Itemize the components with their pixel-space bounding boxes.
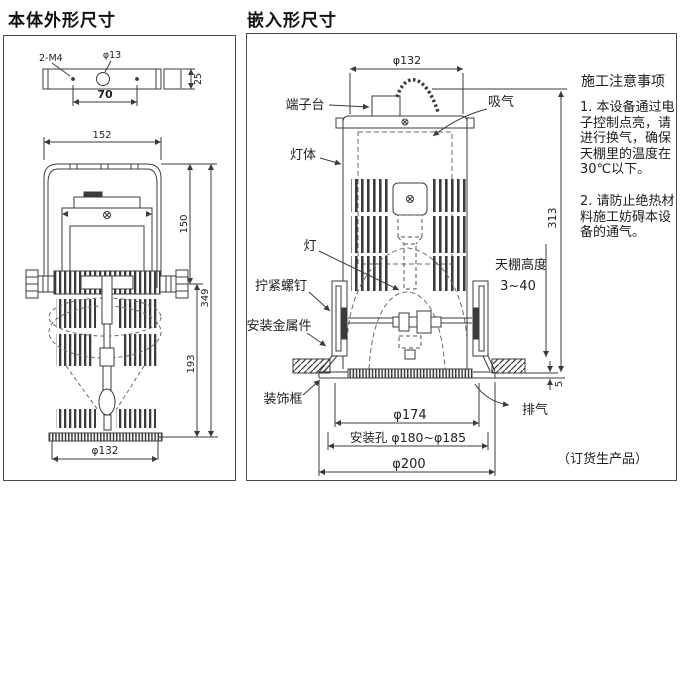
height-dim-text: 313 — [546, 208, 559, 229]
body-outline-drawing: 2-M4 φ13 70 25 152 — [25, 50, 218, 462]
terminal-leader — [328, 103, 370, 110]
construction-note-1: 1. 本设备通过电子控制点亮，请进行换气，确保天棚里的温度在30℃以下。 — [580, 100, 675, 178]
mount-hole-dim-text: 安装孔 φ180~φ185 — [350, 430, 466, 445]
tighten-screw-label: 拧紧螺钉 — [255, 279, 307, 294]
mounting-brackets — [331, 280, 489, 357]
made-to-order-note: （订货生产品） — [557, 452, 649, 467]
trim-frame-label: 装饰框 — [263, 392, 302, 407]
yoke-bracket — [43, 163, 162, 288]
body-outline-panel: 2-M4 φ13 70 25 152 — [3, 35, 236, 481]
construction-notes-heading: 施工注意事项 — [581, 74, 665, 90]
right-section-title: 嵌入形尺寸 — [247, 11, 337, 31]
top-diameter-dim-text: φ132 — [393, 54, 421, 67]
construction-note-2: 2. 请防止绝热材料施工妨碍本设备的通气。 — [580, 194, 675, 241]
ceiling-height-range: 3~40 — [500, 279, 536, 294]
lamp-leader — [318, 250, 400, 291]
dim-text-bg — [346, 431, 470, 444]
body-leader — [319, 157, 342, 166]
trim-gap-dim-text: 5 — [554, 381, 565, 387]
lower-height-dim: 193 — [186, 354, 197, 373]
lamp-body-front — [61, 191, 153, 272]
body-label: 灯体 — [290, 148, 316, 163]
intake-label: 吸气 — [488, 94, 514, 110]
dim-text-bg — [385, 457, 433, 470]
power-cable — [395, 78, 440, 113]
bottom-diameter-dim: φ132 — [92, 445, 119, 457]
inner-diameter-dim-text: φ174 — [393, 408, 426, 423]
terminal-label: 端子台 — [285, 98, 324, 113]
outer-diameter-dim-text: φ200 — [392, 457, 425, 472]
dim-text-bg — [385, 408, 435, 421]
exhaust-leader — [474, 383, 510, 408]
recessed-install-drawing: φ132 端子台 吸气 灯体 — [247, 54, 567, 476]
lamp-holder-bolt — [348, 310, 472, 360]
top-diameter-dimension — [349, 66, 464, 114]
exhaust-label: 排气 — [522, 402, 548, 418]
heatsink-fins-section — [351, 179, 467, 291]
thread-spec-label: 2-M4 — [39, 53, 63, 64]
mount-bracket-label: 安装金属件 — [247, 318, 312, 334]
bracket-height-dim: 25 — [193, 73, 204, 85]
upper-height-dim: 150 — [179, 214, 190, 233]
tighten-screw-leader — [308, 291, 331, 312]
left-section-title: 本体外形尺寸 — [8, 11, 116, 31]
mount-bracket-leader — [306, 332, 327, 347]
width-dimension — [43, 137, 162, 160]
recessed-install-panel: φ132 端子台 吸气 灯体 — [246, 33, 677, 481]
trim-frame-leader — [302, 379, 321, 396]
lamp-label: 灯 — [303, 239, 316, 254]
trim-frame — [318, 355, 496, 379]
mounting-bracket-top-view — [42, 60, 195, 106]
bottom-dimensions — [318, 382, 496, 476]
lamp-socket — [392, 182, 428, 290]
height-dimensions — [159, 163, 218, 438]
trim-gap-dimension — [495, 361, 565, 390]
terminal-block — [371, 95, 401, 117]
overall-height-dim: 349 — [200, 288, 211, 307]
ceiling-height-label: 天棚高度 — [495, 257, 547, 273]
intake-leader — [432, 108, 488, 137]
hole-pitch-dim: 70 — [97, 88, 113, 101]
width-dim-text: 152 — [92, 130, 111, 141]
hole-diameter-label: φ13 — [103, 50, 121, 61]
lamp-stem — [98, 275, 116, 431]
side-knobs — [25, 269, 189, 299]
